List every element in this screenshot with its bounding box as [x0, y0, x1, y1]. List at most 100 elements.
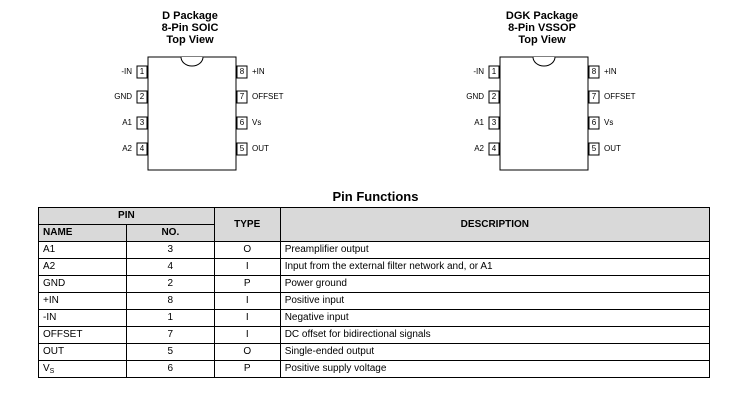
package-title-line-1: DGK Package — [505, 10, 579, 22]
table-row: OFFSET 7 I DC offset for bidirectional s… — [38, 326, 711, 344]
pin-number: 5 — [591, 144, 597, 153]
pin-number: 4 — [139, 144, 145, 153]
ic-notch — [532, 56, 556, 67]
pin-type-cell: O — [213, 343, 281, 361]
package-title-line-3: Top View — [518, 34, 566, 46]
table-row: OUT 5 O Single-ended output — [38, 343, 711, 361]
pin-type-cell: O — [213, 241, 281, 259]
pin-label: Vs — [604, 118, 614, 127]
pin-label: A2 — [122, 144, 132, 153]
table-row: +IN 8 I Positive input — [38, 292, 711, 310]
pin-box-2 — [488, 90, 500, 104]
ic-pinout-diagram — [136, 56, 248, 171]
pin-description-cell: Single-ended output — [279, 343, 711, 361]
pin-number-cell: 5 — [125, 343, 215, 361]
pin-type-cell: I — [213, 292, 281, 310]
table-row: -IN 1 I Negative input — [38, 309, 711, 327]
pin-number: 1 — [491, 67, 497, 76]
pin-description-cell: Negative input — [279, 309, 711, 327]
package-title: D Package 8-Pin SOIC Top View — [60, 10, 320, 46]
pin-number-cell: 2 — [125, 275, 215, 293]
table-row: A1 3 O Preamplifier output — [38, 241, 711, 259]
pin-box-7 — [236, 90, 248, 104]
pin-number: 6 — [591, 118, 597, 127]
pin-number: 8 — [591, 67, 597, 76]
package-title-line-3: Top View — [166, 34, 214, 46]
pin-number: 1 — [139, 67, 145, 76]
pin-box-1 — [488, 65, 500, 79]
pin-box-8 — [588, 65, 600, 79]
pin-description-cell: Power ground — [279, 275, 711, 293]
pin-box-4 — [488, 142, 500, 156]
package-title: DGK Package 8-Pin VSSOP Top View — [412, 10, 672, 46]
pin-description-cell: Input from the external filter network a… — [279, 258, 711, 276]
pin-number: 8 — [239, 67, 245, 76]
pin-name-cell: A2 — [38, 258, 127, 276]
pin-number: 3 — [139, 118, 145, 127]
pin-label: +IN — [252, 67, 265, 76]
table-heading: Pin Functions — [332, 189, 419, 204]
table-subheader-row: NAME NO. — [38, 224, 710, 242]
pin-label: OUT — [604, 144, 621, 153]
pin-name-cell: -IN — [38, 309, 127, 327]
ic-body — [147, 56, 237, 171]
pin-box-8 — [236, 65, 248, 79]
ic-body — [499, 56, 589, 171]
pin-box-6 — [588, 116, 600, 130]
name-header: NAME — [38, 224, 127, 242]
pin-number: 7 — [591, 92, 597, 101]
pin-name-cell: OFFSET — [38, 326, 127, 344]
pin-name-cell: VS — [38, 360, 127, 378]
pin-number: 4 — [491, 144, 497, 153]
package-title-line-1: D Package — [162, 10, 218, 22]
pin-label: OFFSET — [604, 92, 636, 101]
pin-number: 7 — [239, 92, 245, 101]
pin-description-cell: Positive supply voltage — [279, 360, 711, 378]
package-title-line-2: 8-Pin VSSOP — [508, 22, 576, 34]
pin-box-1 — [136, 65, 148, 79]
package-d-soic: D Package 8-Pin SOIC Top View 1 2 3 4 -I… — [60, 0, 320, 180]
ic-pinout-diagram — [488, 56, 600, 171]
pin-label: OUT — [252, 144, 269, 153]
pin-description-cell: Positive input — [279, 292, 711, 310]
pin-number-cell: 8 — [125, 292, 215, 310]
pin-number: 2 — [491, 92, 497, 101]
pin-description-cell: Preamplifier output — [279, 241, 711, 259]
package-title-line-2: 8-Pin SOIC — [161, 22, 219, 34]
pin-type-cell: I — [213, 258, 281, 276]
pin-label: OFFSET — [252, 92, 284, 101]
pin-number-cell: 3 — [125, 241, 215, 259]
type-header: TYPE — [213, 207, 281, 242]
pin-label: GND — [466, 92, 484, 101]
pin-number: 5 — [239, 144, 245, 153]
pin-number: 2 — [139, 92, 145, 101]
table-row: GND 2 P Power ground — [38, 275, 711, 293]
ic-notch — [180, 56, 204, 67]
package-dgk-vssop: DGK Package 8-Pin VSSOP Top View 1 2 3 4… — [412, 0, 672, 180]
pin-name-cell: +IN — [38, 292, 127, 310]
pin-number-cell: 1 — [125, 309, 215, 327]
pin-box-3 — [136, 116, 148, 130]
pin-description-cell: DC offset for bidirectional signals — [279, 326, 711, 344]
pin-name-cell: GND — [38, 275, 127, 293]
pin-number-cell: 7 — [125, 326, 215, 344]
pin-number-cell: 4 — [125, 258, 215, 276]
pin-label: +IN — [604, 67, 617, 76]
pin-box-6 — [236, 116, 248, 130]
pin-number: 3 — [491, 118, 497, 127]
table-header-row: PIN TYPE DESCRIPTION — [38, 207, 711, 242]
pin-box-3 — [488, 116, 500, 130]
pin-name-main: V — [43, 363, 50, 374]
pin-type-cell: I — [213, 326, 281, 344]
table-row: A2 4 I Input from the external filter ne… — [38, 258, 711, 276]
table-row: VS 6 P Positive supply voltage — [38, 360, 711, 378]
pin-label: -IN — [121, 67, 132, 76]
pin-label: -IN — [473, 67, 484, 76]
pin-functions-table: PIN TYPE DESCRIPTION NAME NO. A1 3 O Pre… — [38, 207, 711, 378]
pin-label: A1 — [122, 118, 132, 127]
pin-type-cell: P — [213, 275, 281, 293]
pin-type-cell: P — [213, 360, 281, 378]
pin-name-subscript: S — [49, 368, 55, 375]
pin-label: A1 — [474, 118, 484, 127]
pin-group-header: PIN — [38, 207, 215, 225]
